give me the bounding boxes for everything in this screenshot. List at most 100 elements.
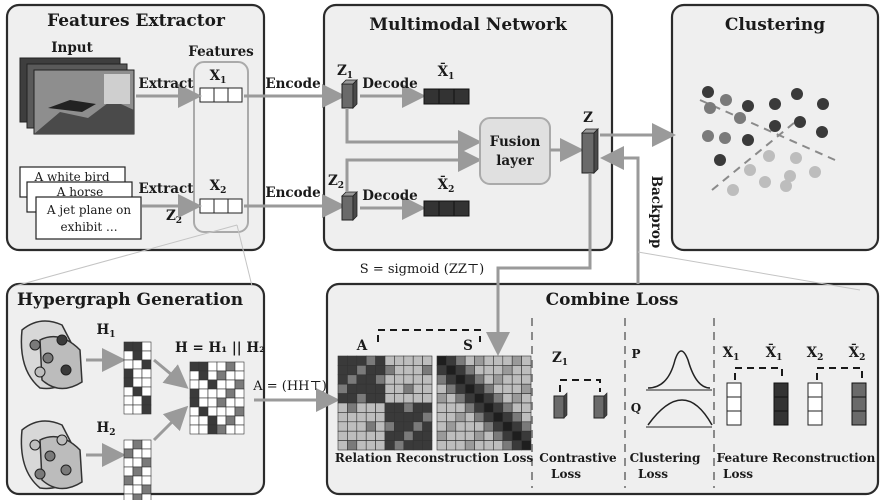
a-cell [422,430,433,441]
a-cell [356,412,367,423]
s-cell [436,412,447,423]
z2-to-fusion-arrow [345,148,482,192]
a-cell [347,383,358,394]
h-cell [207,370,218,381]
decode-label-2: Decode [362,188,418,204]
h2-cell [132,466,143,477]
s-cell [446,412,457,423]
h-cell [225,397,236,408]
s-cell [483,412,494,423]
s-cell [464,430,475,441]
s-cell [455,412,466,423]
s-cell [455,440,466,451]
s-cell [493,365,504,376]
loss-xbar2-label: X̄2 [849,344,866,363]
z2-latent-block [341,191,358,221]
multimodal-network-panel [322,3,614,252]
caption-4: exhibit ... [60,220,117,234]
s-cell [474,365,485,376]
a-cell [422,440,433,451]
h2-cell [141,466,152,477]
h2-to-h-arrow [152,405,189,442]
h1-cell [141,386,152,397]
a-cell [356,402,367,413]
a-cell [347,365,358,376]
backprop-arrow [600,146,640,284]
s-cell [446,421,457,432]
h1-cell [123,395,134,406]
a-cell [365,383,376,394]
a-cell [365,421,376,432]
feature-z2-side-label: Z2 [166,208,182,226]
cluster-point [784,170,796,182]
a-cell [365,365,376,376]
s-cell [493,412,504,423]
a-cell [394,412,405,423]
s-cell [436,355,447,366]
distribution-q-curve [647,399,713,426]
cluster-point [719,132,731,144]
a-cell [365,430,376,441]
feature-loss-label-2: Loss [723,467,753,481]
s-cell [493,402,504,413]
cluster-points [702,86,829,196]
a-cell [412,412,423,423]
s-cell [521,402,532,413]
cluster-point [702,86,714,98]
h2-cell [123,439,134,450]
cluster-point [816,126,828,138]
loss-xbar1-label: X̄1 [766,344,783,363]
s-cell [521,440,532,451]
s-cell [502,355,513,366]
h1-incidence-matrix [123,341,152,415]
h-cell [198,388,209,399]
h2-cell [132,475,143,486]
s-cell [436,365,447,376]
a-cell [337,440,348,451]
h1-cell [141,404,152,415]
input-images-stack [19,57,135,135]
a-cell [403,421,414,432]
xbar1-label: X̄1 [438,63,455,82]
input-label: Input [51,40,93,56]
a-cell [375,402,386,413]
s-cell [511,430,522,441]
a-cell [356,440,367,451]
caption-2: A horse [56,185,103,199]
cluster-point [759,176,771,188]
a-cell [384,374,395,385]
s-cell [511,412,522,423]
s-cell [464,374,475,385]
matrix-a [337,355,433,451]
s-cell [455,365,466,376]
s-cell [474,412,485,423]
a-cell [394,421,405,432]
s-cell [436,402,447,413]
s-cell [455,374,466,385]
h-cell [225,379,236,390]
s-cell [474,440,485,451]
a-cell [375,383,386,394]
a-cell [394,430,405,441]
z-to-s-arrow [486,174,592,356]
a-cell [412,383,423,394]
fusion-label-2: layer [496,153,534,169]
a-cell [422,421,433,432]
h-cell [234,379,245,390]
h-cell [234,424,245,435]
a-cell [356,374,367,385]
s-cell [493,355,504,366]
h2-cell [123,475,134,486]
a-cell [384,440,395,451]
s-cell [436,393,447,404]
h1-cell [132,377,143,388]
s-cell [474,383,485,394]
h-cell [189,379,200,390]
h-cell [207,424,218,435]
h2-cell [141,439,152,450]
s-cell [521,383,532,394]
s-cell [446,355,457,366]
a-cell [403,402,414,413]
h1-cell [141,395,152,406]
